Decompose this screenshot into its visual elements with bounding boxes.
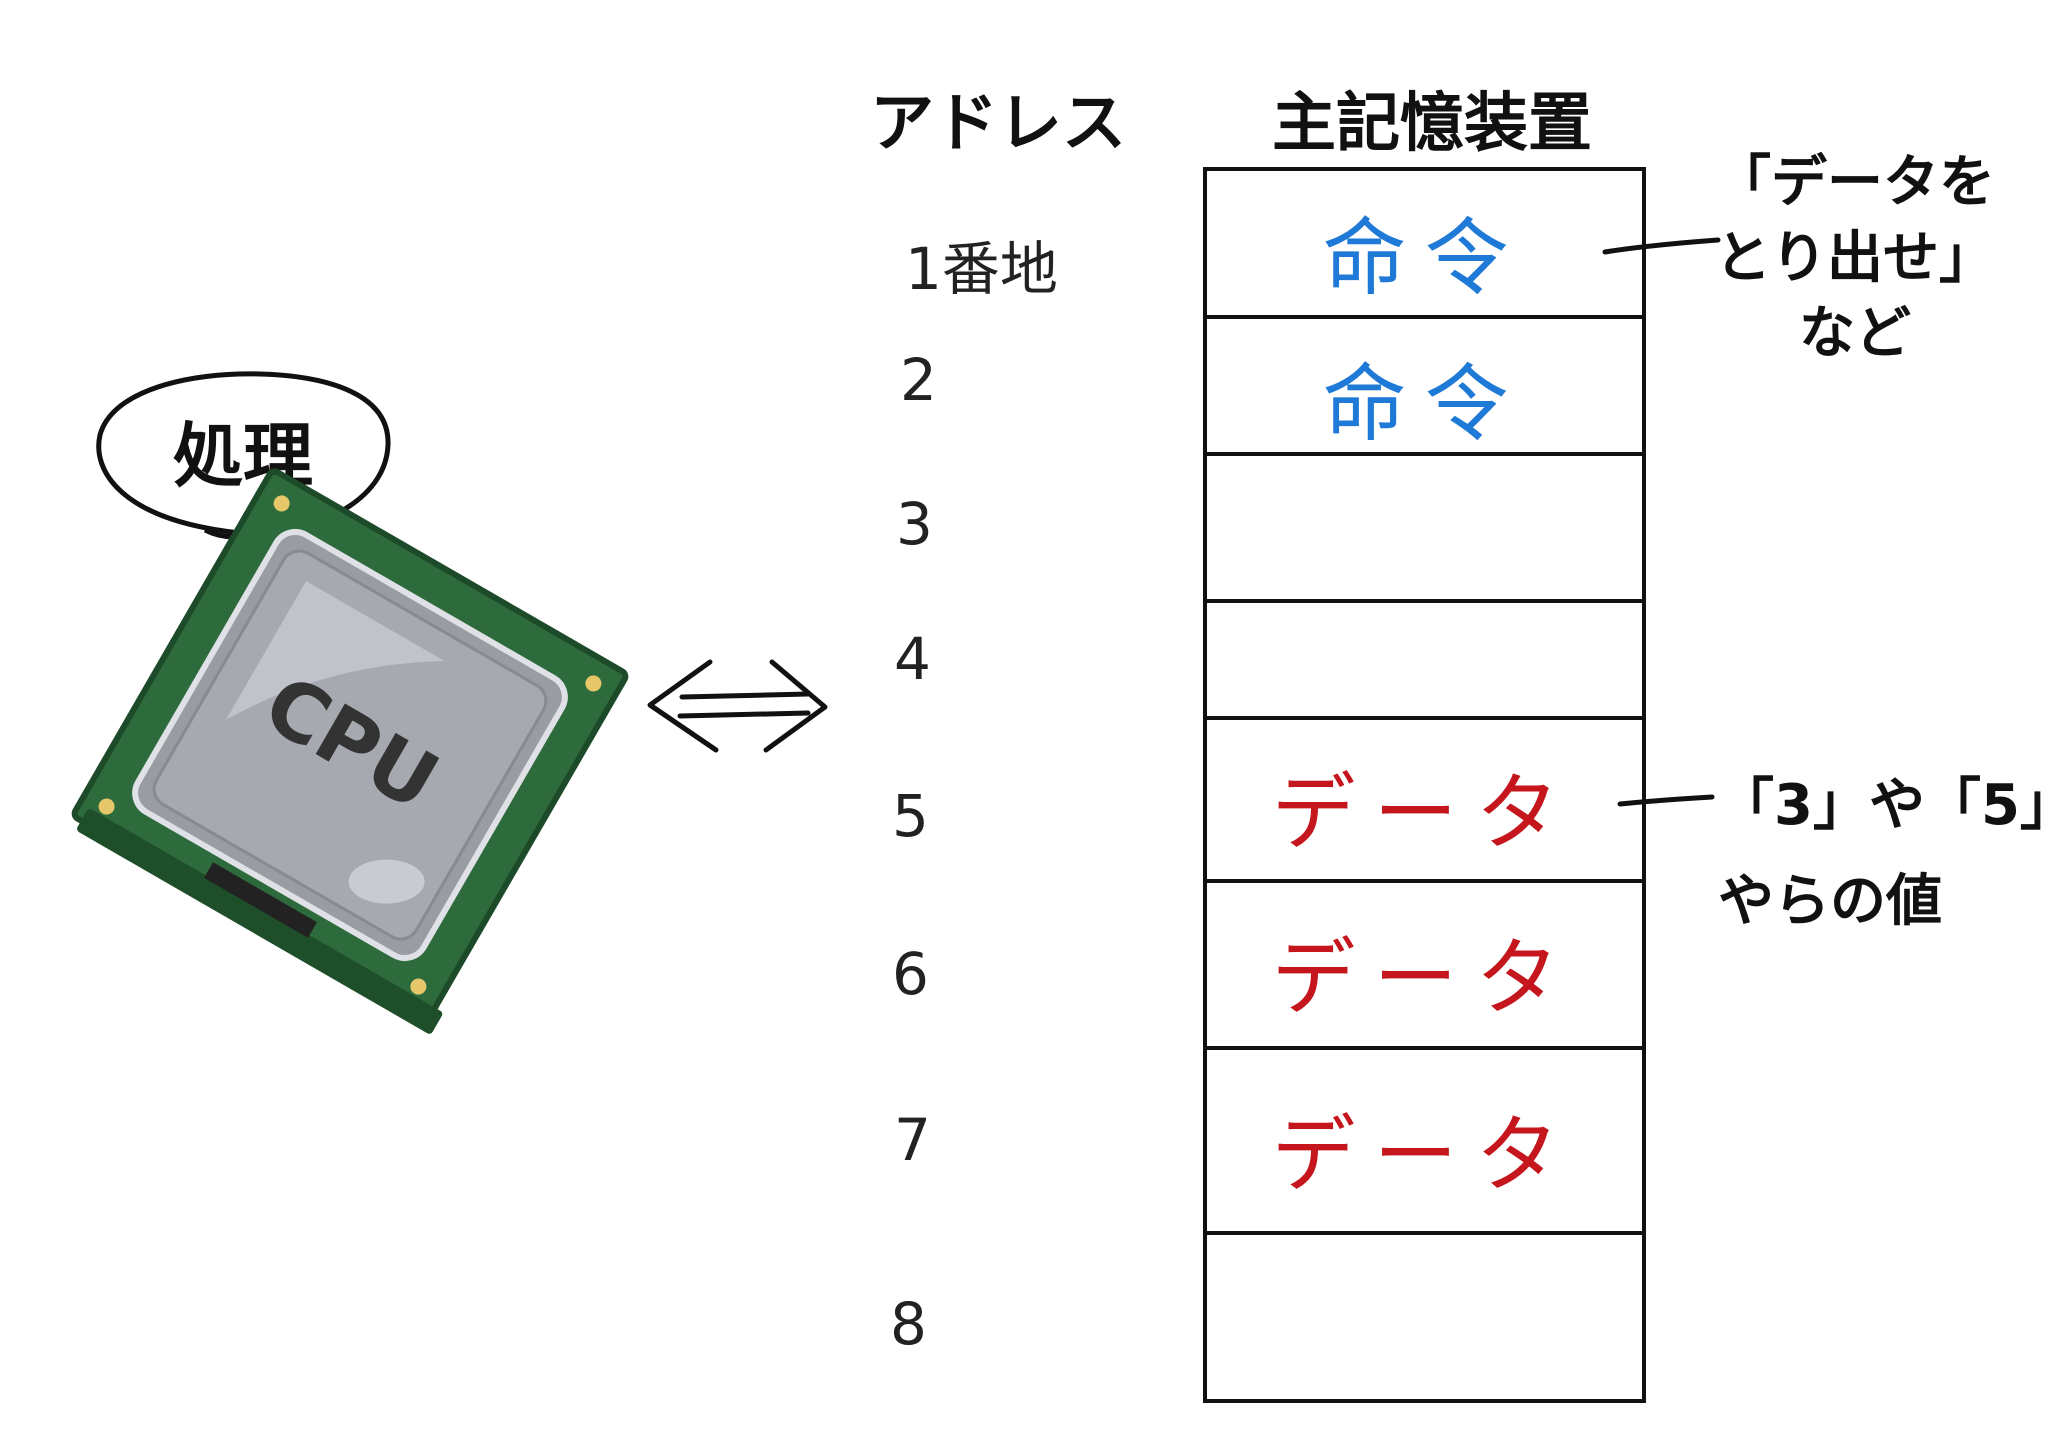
address-header: アドレス	[870, 87, 1126, 161]
data-note: 「3」や「5」 やらの値	[1718, 768, 2048, 939]
address-label: 5	[892, 782, 929, 850]
note-line: やらの値	[1718, 868, 1942, 934]
memory-cell	[1207, 456, 1642, 603]
address-label: 8	[890, 1290, 927, 1358]
address-label: 4	[894, 625, 931, 693]
address-label: 7	[894, 1106, 931, 1174]
cell-text: データ	[1271, 764, 1578, 862]
address-label: 2	[900, 346, 937, 414]
cpu-chip-icon: CPU	[71, 468, 629, 1034]
bubble-outline-icon	[96, 371, 391, 539]
cell-text: データ	[1271, 929, 1578, 1027]
address-label: 1番地	[905, 235, 1058, 303]
note-line: など	[1799, 301, 1911, 367]
cell-text: データ	[1271, 1106, 1578, 1204]
note-line: とり出せ」	[1715, 225, 1995, 291]
memory-cell: データ	[1207, 720, 1642, 883]
address-label: 3	[896, 490, 933, 558]
note-line: 「3」や「5」	[1718, 773, 2048, 838]
cell-text: 命令	[1322, 209, 1527, 307]
memory-cell: 命令	[1207, 319, 1642, 456]
memory-cell: データ	[1207, 883, 1642, 1050]
memory-header: 主記憶装置	[1272, 87, 1592, 161]
note-line: 「データを	[1715, 150, 1995, 215]
double-arrow-icon	[647, 659, 828, 753]
memory-cell: データ	[1207, 1050, 1642, 1235]
instruction-note: 「データを とり出せ」 など	[1715, 145, 1995, 372]
address-label: 6	[892, 940, 929, 1008]
memory-cell: 命令	[1207, 171, 1642, 319]
data-connector-line	[1617, 794, 1715, 807]
cell-text: 命令	[1322, 355, 1527, 453]
instruction-connector-line	[1602, 237, 1721, 255]
memory-cell	[1207, 603, 1642, 720]
main-memory-block: 命令 命令 データ データ データ	[1203, 167, 1646, 1403]
